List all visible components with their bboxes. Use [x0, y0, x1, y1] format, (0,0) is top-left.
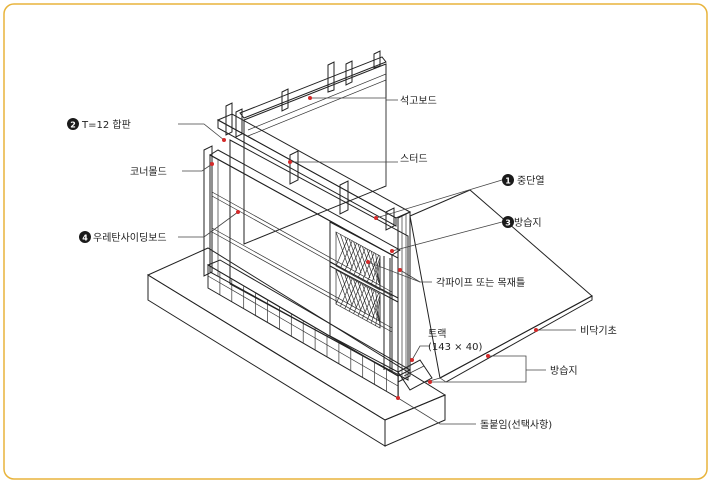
- leader-lines: [178, 97, 576, 425]
- corner-mold: [203, 145, 213, 277]
- label-gypsum-board: 석고보드: [400, 95, 437, 107]
- diagram-border: [3, 3, 708, 480]
- back-studs: [239, 50, 387, 119]
- label-stud: 스터드: [400, 153, 428, 165]
- wall-edge-layers: [397, 211, 411, 383]
- front-studs: [225, 102, 395, 231]
- label-moisture-barrier-bottom: 방습지: [550, 365, 578, 377]
- label-insulation-group: 1 중단열: [502, 174, 545, 187]
- badge-number: 3: [505, 219, 511, 228]
- label-urethane-siding-group: 4 우레탄사이딩보드: [79, 231, 167, 244]
- label-pipe-or-timber: 각파이프 또는 목재틀: [436, 277, 525, 289]
- label-moisture-barrier-top: 방습지: [514, 217, 542, 229]
- badge-number: 2: [70, 121, 76, 130]
- label-stone-masonry: 돌붙임(선택사항): [480, 418, 552, 431]
- label-plywood-group: 2 T=12 합판: [67, 118, 131, 131]
- number-badge-2: [67, 118, 79, 130]
- label-track-size: (143 × 40): [428, 342, 482, 353]
- insulation-layer: [229, 139, 409, 381]
- badge-number: 1: [505, 177, 511, 186]
- badge-number: 4: [82, 234, 88, 243]
- number-badge-1: [502, 174, 514, 186]
- label-moisture-barrier-top-group: 3 방습지: [502, 216, 542, 229]
- label-track: 트랙: [428, 328, 446, 340]
- number-badge-3: [502, 216, 514, 228]
- label-urethane-siding: 우레탄사이딩보드: [93, 232, 167, 244]
- label-plywood: T=12 합판: [81, 119, 131, 131]
- bottom-track: [397, 359, 433, 391]
- callout-dots: [210, 96, 538, 400]
- concrete-foundation: [146, 247, 447, 447]
- label-slab-foundation: 비닥기초: [580, 325, 617, 337]
- number-badge-4: [79, 231, 91, 243]
- label-insulation: 중단열: [517, 175, 545, 187]
- label-corner-mold: 코너몰드: [130, 166, 167, 178]
